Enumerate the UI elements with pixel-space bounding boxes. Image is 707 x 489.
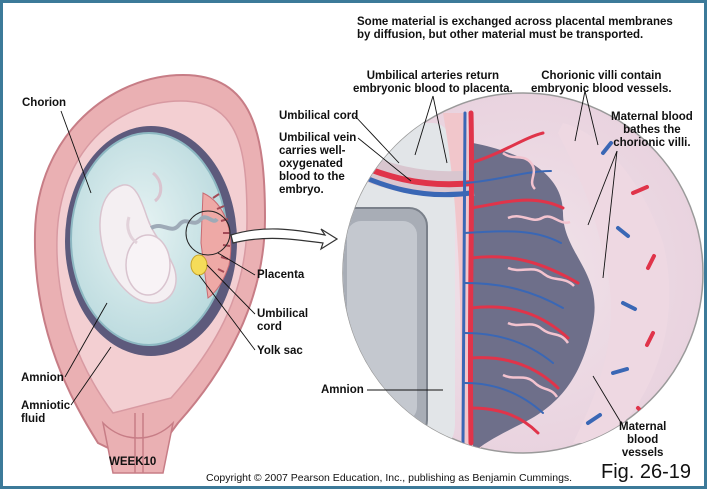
label-umbilical-arteries: Umbilical arteries return embryonic bloo…: [353, 70, 513, 96]
label-umbilical-vein: Umbilical vein carries well- oxygenated …: [279, 132, 356, 197]
figure-number: Fig. 26-19: [601, 461, 691, 484]
copyright-notice: Copyright © 2007 Pearson Education, Inc.…: [206, 472, 572, 484]
label-umbilical-cord-left: Umbilical cord: [257, 308, 308, 334]
label-maternal-blood-bathes: Maternal blood bathes the chorionic vill…: [611, 111, 693, 150]
label-placenta: Placenta: [257, 269, 304, 282]
header-caption: Some material is exchanged across placen…: [357, 16, 673, 42]
label-umbilical-cord-right: Umbilical cord: [279, 110, 358, 123]
label-amnion-right: Amnion: [321, 384, 364, 397]
label-amniotic-fluid: Amniotic fluid: [21, 400, 70, 426]
label-yolk-sac: Yolk sac: [257, 345, 303, 358]
label-amnion-left: Amnion: [21, 372, 64, 385]
label-chorionic-villi: Chorionic villi contain embryonic blood …: [531, 70, 672, 96]
label-chorion: Chorion: [22, 97, 66, 110]
label-week: WEEK10: [109, 456, 156, 469]
yolk-sac: [191, 255, 207, 275]
label-maternal-vessels: Maternal blood vessels: [619, 421, 666, 460]
